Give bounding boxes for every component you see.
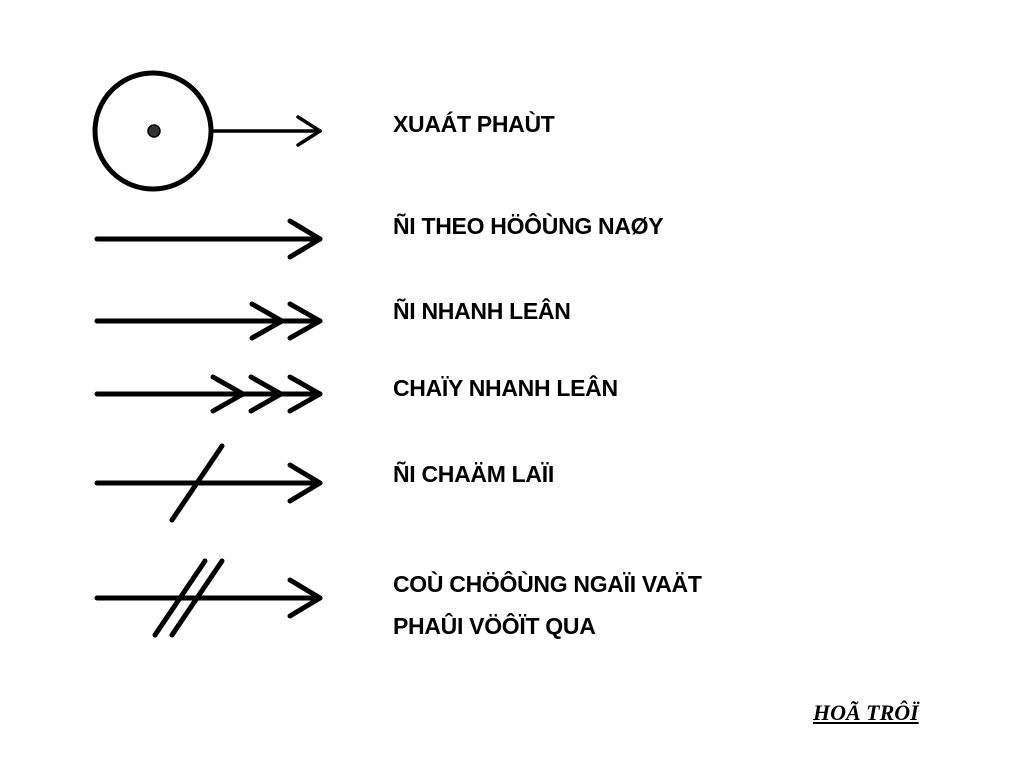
start-circle-arrow-icon	[92, 70, 322, 192]
label-run-faster: CHAÏY NHANH LEÂN	[393, 375, 618, 401]
label-walk-faster: ÑI NHANH LEÂN	[393, 298, 571, 324]
label-obstacle-line2: PHAÛI VÖÔÏT QUA	[393, 613, 596, 639]
label-obstacle-line1: COÙ CHÖÔÙNG NGAÏI VAÄT	[393, 571, 702, 597]
label-follow-direction: ÑI THEO HÖÔÙNG NAØY	[393, 213, 664, 239]
double-slashed-arrow-icon	[94, 558, 323, 638]
support-link[interactable]: HOÃ TRÔÏ	[813, 700, 919, 725]
label-slow-down: ÑI CHAÄM LAÏI	[393, 461, 554, 487]
slashed-arrow-icon	[94, 443, 323, 523]
triple-arrow-icon	[94, 374, 323, 414]
label-start: XUAÁT PHAÙT	[393, 111, 555, 137]
single-arrow-icon	[94, 218, 323, 260]
double-arrow-icon	[94, 301, 323, 341]
